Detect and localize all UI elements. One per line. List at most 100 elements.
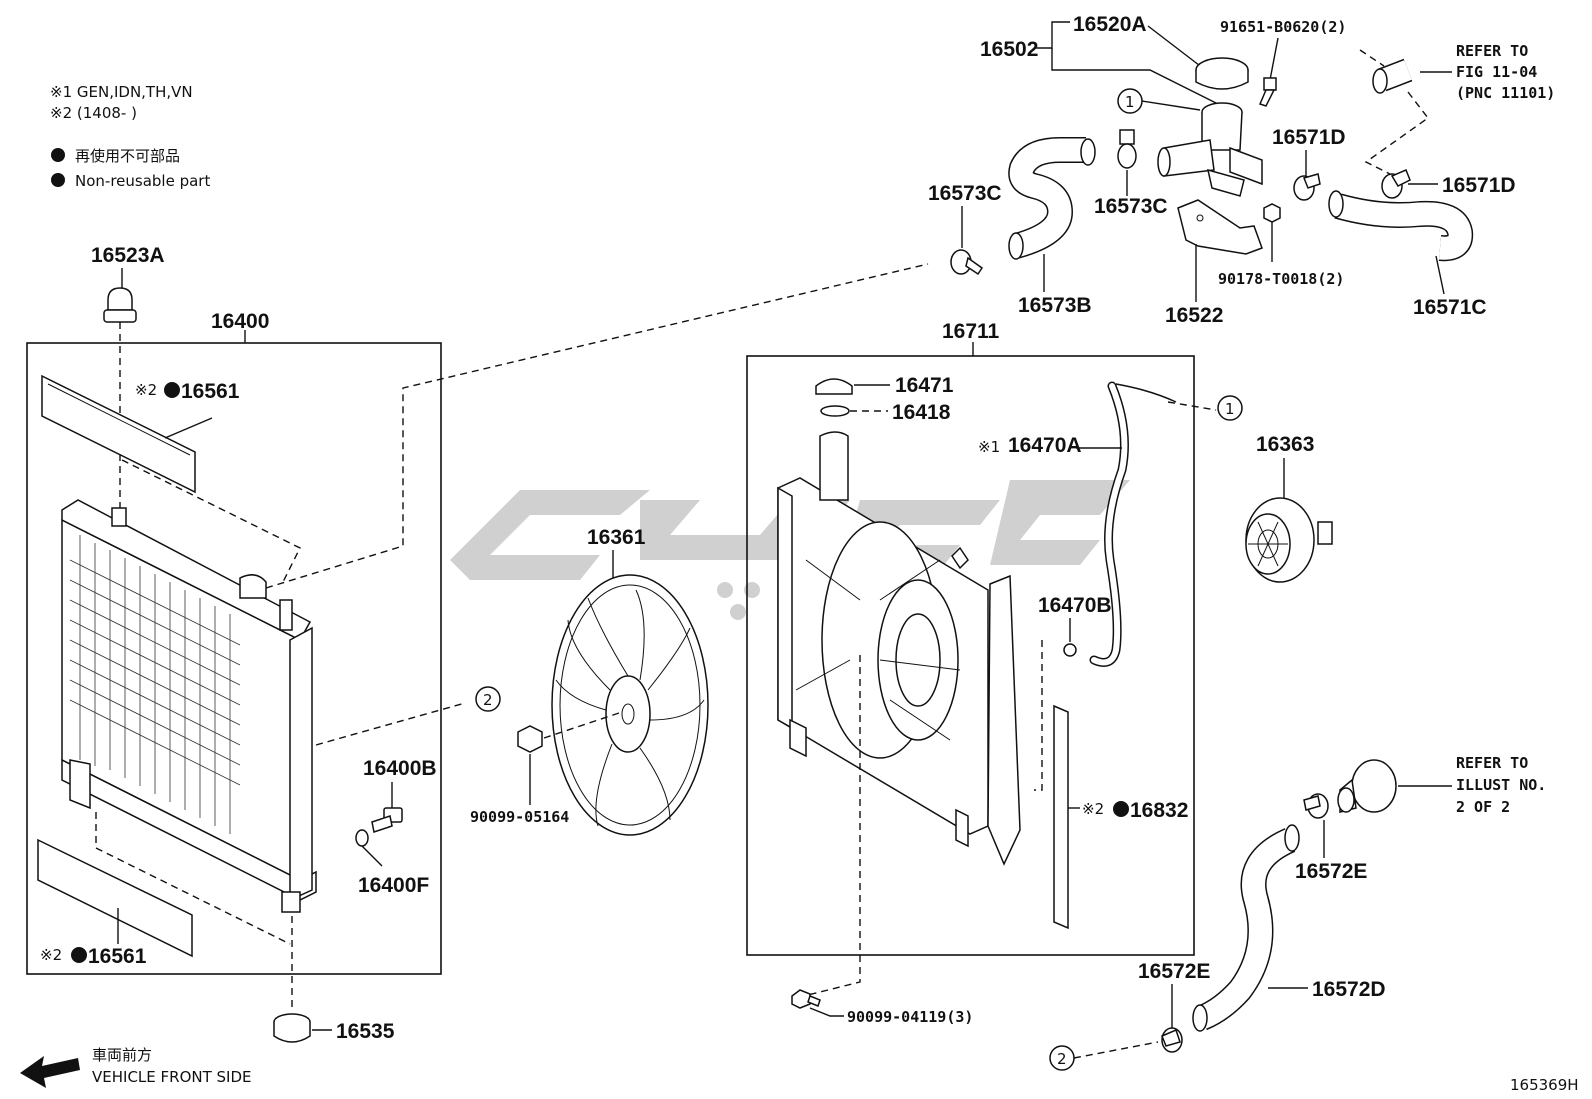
part-16572E-left: 16572E <box>1138 960 1210 983</box>
nut-icon <box>1263 203 1281 223</box>
o-ring-icon <box>355 829 369 847</box>
part-16832: 16832 <box>1130 799 1188 822</box>
non-reusable-marker-icon <box>164 382 180 398</box>
filler-neck-icon <box>1157 102 1263 197</box>
hose-end-icon <box>1115 383 1177 403</box>
part-16573C-left: 16573C <box>928 182 1002 205</box>
leader-callout-1-top <box>1141 100 1201 111</box>
vehicle-front-arrow-icon <box>20 1056 80 1088</box>
bolt-icon <box>1258 77 1277 107</box>
non-reusable-bullet-icon <box>51 148 65 162</box>
dash-16470B <box>1034 640 1043 791</box>
part-16561-bottom-prefix: ※2 <box>40 946 62 964</box>
seal-strip-vertical-icon <box>1053 704 1069 930</box>
part-16571D-left: 16571D <box>1272 126 1346 149</box>
reservoir-cap-icon <box>815 378 853 395</box>
part-16573B: 16573B <box>1018 294 1092 317</box>
radiator-cap-icon <box>103 287 137 323</box>
dash-refer-top-2 <box>1359 49 1385 67</box>
part-16400F: 16400F <box>358 874 429 897</box>
callout-1-right: 1 <box>1225 400 1235 418</box>
lower-cushion-icon <box>273 1013 311 1043</box>
hose-clamp-icon <box>1293 173 1321 201</box>
part-16520A: 16520A <box>1073 13 1147 36</box>
dash-refer-top <box>1364 91 1429 175</box>
dash-callout-1-right <box>1167 401 1217 411</box>
part-16535: 16535 <box>336 1020 395 1043</box>
part-16832-prefix: ※2 <box>1082 800 1104 818</box>
overflow-hose-icon <box>1089 381 1129 667</box>
part-16502: 16502 <box>980 38 1038 61</box>
part-16470A-prefix: ※1 <box>978 438 1000 456</box>
refer-top-line3: (PNC 11101) <box>1456 84 1555 102</box>
part-16400: 16400 <box>211 310 269 333</box>
part-16471: 16471 <box>895 374 954 397</box>
part-16711: 16711 <box>942 320 1000 343</box>
leader-16502-b <box>1051 48 1223 107</box>
legend-en: Non-reusable part <box>75 172 210 190</box>
leader-16571C <box>1435 255 1445 295</box>
radiator-core-icon <box>61 499 317 913</box>
hose-clamp-icon <box>1303 793 1329 819</box>
legend-jp: 再使用不可部品 <box>75 147 180 165</box>
hose-clamp-icon <box>1117 129 1137 169</box>
fan-motor-icon <box>1245 497 1333 583</box>
refer-right-line3: 2 OF 2 <box>1456 798 1510 816</box>
non-reusable-marker-icon <box>1113 801 1129 817</box>
refer-top-line2: FIG 11-04 <box>1456 63 1537 81</box>
dash-nut-to-fan <box>543 711 623 739</box>
seal-strip-top-icon <box>41 374 196 494</box>
note-2: ※2 (1408- ) <box>50 104 137 122</box>
dash-radiator-top <box>121 459 301 585</box>
part-16470A: 16470A <box>1008 434 1082 457</box>
part-16571D-right: 16571D <box>1442 174 1516 197</box>
hose-clamp-icon <box>1381 169 1411 199</box>
non-reusable-bullet-icon <box>51 173 65 187</box>
reservoir-seal-icon <box>820 405 850 417</box>
part-16572E-right: 16572E <box>1295 860 1367 883</box>
filler-cap-icon <box>1195 57 1249 90</box>
part-16561-top-prefix: ※2 <box>135 381 157 399</box>
dash-to-callout-2 <box>315 702 466 746</box>
part-16572D: 16572D <box>1312 978 1386 1001</box>
fan-shroud-assembly-frame <box>746 355 1195 956</box>
cooling-fan-icon <box>551 574 709 836</box>
small-hose-icon <box>1372 58 1413 94</box>
hose-clamp-icon <box>950 249 984 276</box>
leader-16502-a <box>1036 21 1070 49</box>
part-16561-top: 16561 <box>181 380 240 403</box>
leader-91651 <box>1269 37 1279 81</box>
refer-right-line1: REFER TO <box>1456 754 1528 772</box>
drain-plug-icon <box>371 807 403 833</box>
refer-right-line2: ILLUST NO. <box>1456 776 1546 794</box>
lower-hose-icon <box>1192 824 1300 1032</box>
refer-top-line1: REFER TO <box>1456 42 1528 60</box>
part-16361: 16361 <box>587 526 646 549</box>
lower-right-hose-icon <box>1328 190 1474 262</box>
upper-hose-icon <box>1008 137 1096 260</box>
callout-2-bottom: 2 <box>1057 1050 1067 1068</box>
notes-legend: ※1 GEN,IDN,TH,VN ※2 (1408- ) 再使用不可部品 Non… <box>50 83 210 190</box>
part-16523A: 16523A <box>91 244 165 267</box>
water-inlet-icon <box>1337 759 1397 813</box>
leader-90099-04119 <box>809 1007 844 1017</box>
dash-radiator-bottom <box>95 812 291 945</box>
dash-callout-2-bottom <box>1073 1041 1159 1059</box>
part-16363: 16363 <box>1256 433 1314 456</box>
fan-shroud-icon <box>777 431 1021 866</box>
part-16561-bottom: 16561 <box>88 945 147 968</box>
part-16400B: 16400B <box>363 757 437 780</box>
leader-16561-top <box>164 417 213 439</box>
part-16573C-right: 16573C <box>1094 195 1168 218</box>
seal-strip-bottom-icon <box>37 838 193 958</box>
part-91651-B0620: 91651-B0620(2) <box>1220 18 1346 36</box>
callout-2-circle-icon <box>475 686 501 712</box>
figure-id: 165369H <box>1510 1076 1579 1094</box>
part-90099-05164: 90099-05164 <box>470 808 569 826</box>
part-16571C: 16571C <box>1413 296 1487 319</box>
hose-clip-icon <box>1063 643 1077 657</box>
hose-clamp-icon <box>1161 1027 1183 1053</box>
callout-1-top: 1 <box>1125 93 1135 111</box>
part-16470B: 16470B <box>1038 594 1112 617</box>
